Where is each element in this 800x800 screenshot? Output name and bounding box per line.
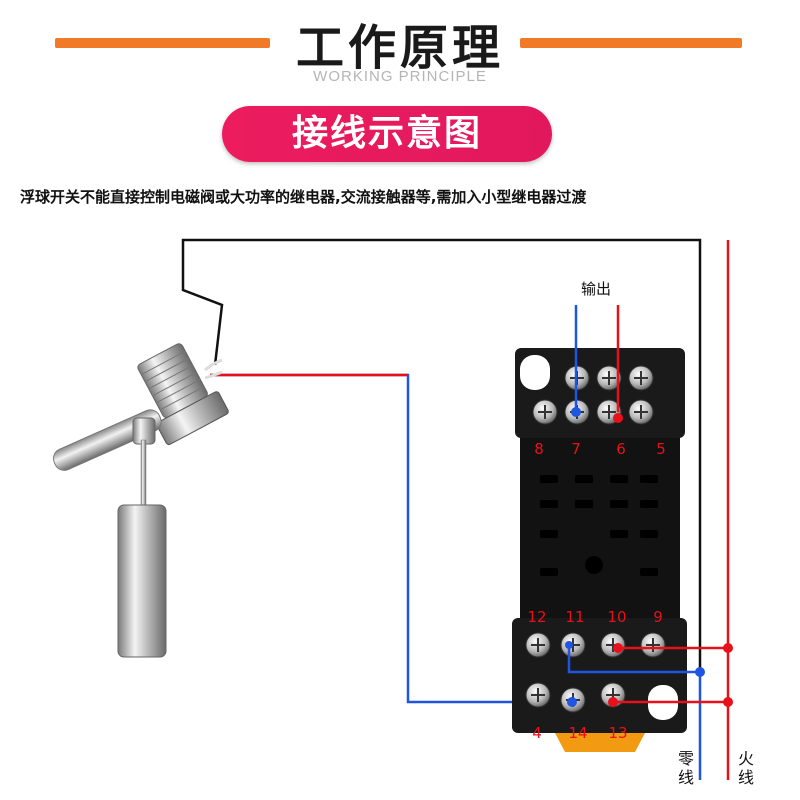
terminal-label: 4	[532, 724, 542, 742]
title-section: 工作原理 WORKING PRINCIPLE	[0, 0, 800, 100]
bottom-terminal-labels: 4 14 13	[532, 724, 627, 742]
terminal-label: 12	[527, 608, 546, 626]
page-title: 工作原理	[295, 20, 504, 76]
terminal-label: 10	[607, 608, 626, 626]
neutral-link-wire	[567, 645, 700, 674]
wiring-diagram-badge: 接线示意图	[222, 106, 552, 162]
terminal-label: 9	[653, 608, 663, 626]
neutral-label: 零 线	[678, 749, 699, 787]
middle-terminal-labels: 12 11 10 9	[527, 608, 662, 626]
terminal-label: 14	[568, 724, 587, 742]
terminal-label: 6	[616, 440, 626, 458]
title-decor-right	[520, 38, 742, 48]
terminal-label: 13	[608, 724, 627, 742]
wiring-note: 浮球开关不能直接控制电磁阀或大功率的继电器,交流接触器等,需加入小型继电器过渡	[20, 188, 587, 206]
output-label: 输出	[581, 280, 611, 298]
terminal-label: 7	[571, 440, 581, 458]
title-decor-left	[55, 38, 270, 48]
float-switch	[53, 343, 229, 658]
relay-socket	[512, 348, 687, 752]
terminal-label: 5	[656, 440, 666, 458]
live-label: 火 线	[738, 749, 759, 787]
black-wire	[181, 238, 702, 672]
terminal-label: 8	[534, 440, 544, 458]
terminal-label: 11	[565, 608, 584, 626]
page-subtitle: WORKING PRINCIPLE	[313, 68, 487, 85]
top-terminal-labels: 8 7 6 5	[534, 440, 666, 458]
